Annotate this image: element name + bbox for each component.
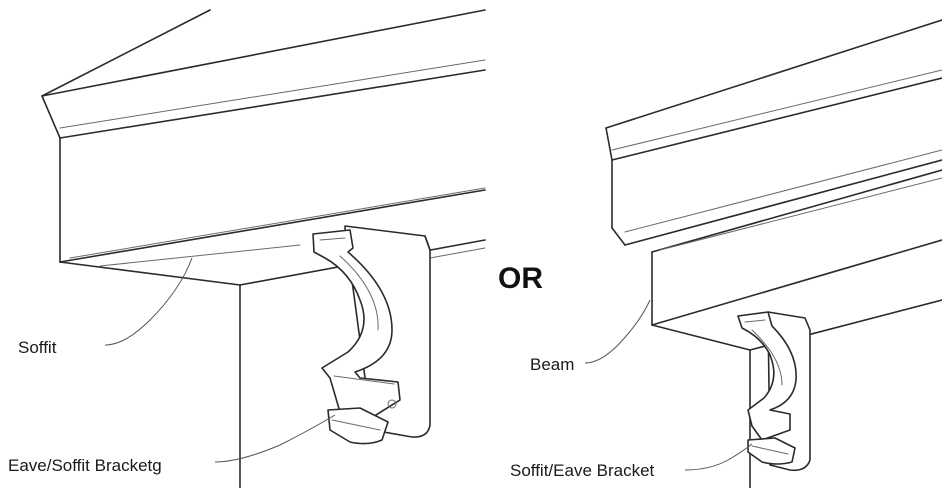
label-soffit-eave-bracket: Soffit/Eave Bracket — [510, 461, 655, 480]
beam-mount-drawing — [584, 19, 942, 488]
label-or: OR — [498, 262, 543, 295]
label-soffit: Soffit — [18, 338, 57, 357]
eave-soffit-mount-drawing — [41, 9, 486, 488]
label-beam: Beam — [530, 355, 574, 374]
label-eave-soffit-bracket: Eave/Soffit Bracketg — [8, 456, 162, 475]
